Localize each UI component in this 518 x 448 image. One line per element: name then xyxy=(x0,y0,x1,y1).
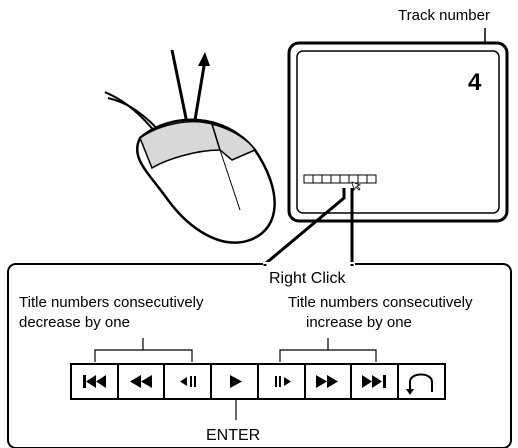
cursor-icon xyxy=(351,181,362,191)
bracket-increase xyxy=(279,338,377,362)
track-number-value: 4 xyxy=(468,69,482,96)
right-click-label: Right Click xyxy=(269,270,346,287)
return-icon[interactable] xyxy=(406,373,433,396)
callout-box xyxy=(7,263,512,448)
control-bar xyxy=(70,363,446,400)
bracket-decrease xyxy=(94,338,193,362)
skip-back-icon[interactable] xyxy=(83,375,106,388)
increase-label-line2: increase by one xyxy=(306,314,412,331)
track-number-label: Track number xyxy=(398,7,490,24)
step-forward-icon[interactable] xyxy=(275,376,291,387)
play-icon[interactable] xyxy=(230,375,242,388)
decrease-label-line1: Title numbers consecutively xyxy=(19,294,204,311)
rewind-icon[interactable] xyxy=(130,375,152,388)
callout-line-left xyxy=(264,188,346,266)
mouse-illustration xyxy=(104,49,276,244)
step-back-icon[interactable] xyxy=(180,376,196,387)
decrease-label-line2: decrease by one xyxy=(19,314,130,331)
mini-control-bar xyxy=(303,174,377,191)
fast-forward-icon[interactable] xyxy=(316,375,338,388)
skip-forward-icon[interactable] xyxy=(362,375,386,388)
enter-label: ENTER xyxy=(206,427,261,444)
increase-label-line1: Title numbers consecutively xyxy=(288,294,473,311)
monitor-screen xyxy=(287,41,509,223)
